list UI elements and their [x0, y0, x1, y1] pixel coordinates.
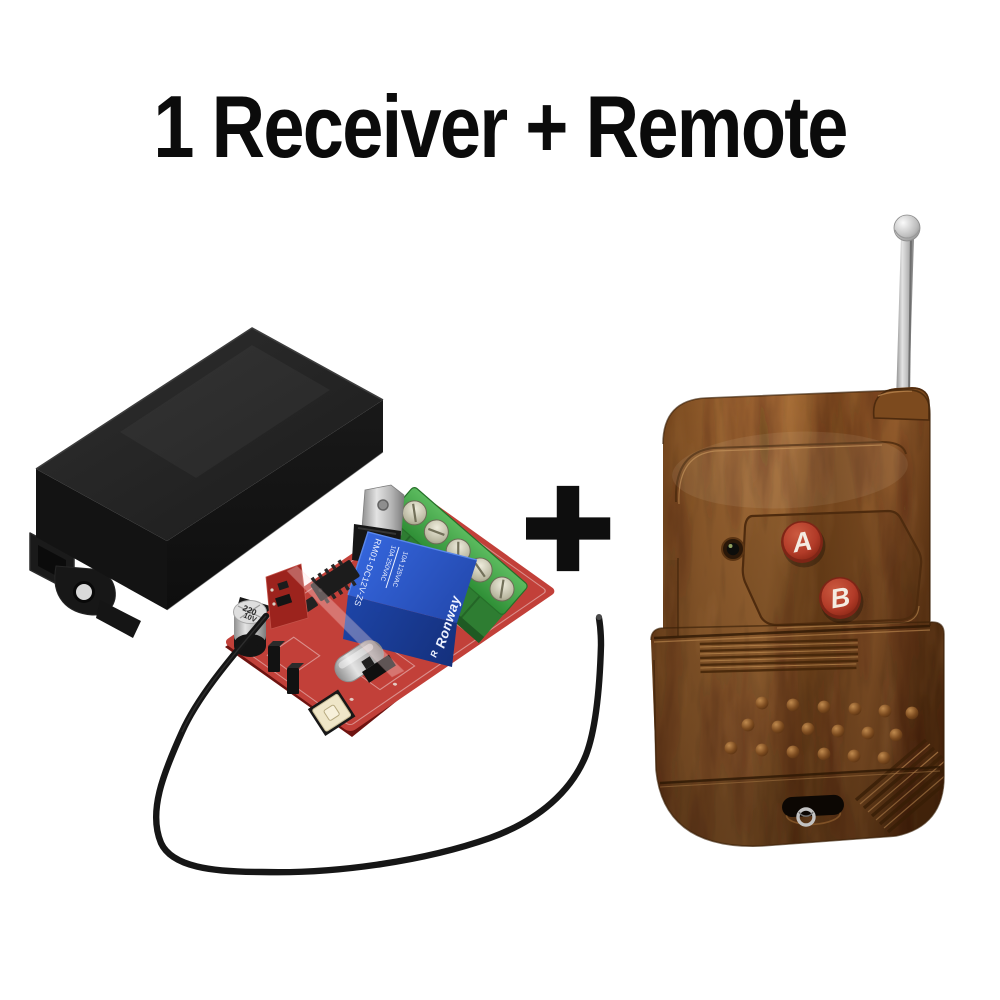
transistor-body-sheen: [357, 527, 397, 535]
antenna-mount: [872, 387, 930, 421]
relay: RM01-DC12V-ZS 10A 250VAC 10A 125VAC R Ro…: [343, 531, 478, 667]
led-indicator: [721, 537, 745, 561]
button-a: A: [781, 521, 826, 568]
bottom-seam: [659, 765, 941, 785]
antenna-wire-tip: [596, 614, 602, 620]
relay-rating-divider: [385, 546, 400, 589]
remote-control: A B: [650, 214, 945, 847]
antenna-wire: [152, 612, 605, 876]
plus-sign: +: [522, 439, 614, 615]
lanyard-ring: [796, 807, 816, 827]
enclosure-right-face: [167, 400, 383, 610]
remote-antenna: [893, 214, 921, 402]
enclosure-mount-tab: [96, 600, 141, 638]
remote-outline: [650, 389, 945, 847]
enclosure-bottom-edge-light: [166, 451, 384, 611]
jumper-header-1: [268, 641, 285, 672]
receiver-enclosure: [29, 327, 384, 638]
button-b: B: [819, 577, 864, 624]
sleeve-seam: [653, 624, 931, 640]
top-molded-groove: [674, 440, 907, 503]
grip-ridges: [699, 638, 859, 674]
relay-front-face: [343, 595, 457, 667]
antenna-shaft-shadow: [908, 237, 912, 401]
mount-ear-hole-rim: [73, 581, 95, 603]
antenna-ball-band: [894, 229, 920, 239]
transistor-tab-hole: [377, 499, 389, 511]
sleeve-seam-highlight: [653, 629, 931, 643]
enclosure-sheen: [120, 345, 330, 478]
antenna-ball-tip: [893, 214, 921, 242]
body-sheen: [672, 431, 908, 509]
pin-header: [361, 654, 396, 683]
remote-upper-details: A B: [664, 431, 923, 636]
acrylic-strip: [286, 565, 405, 678]
relay-brand-logo: R: [428, 649, 440, 659]
left-edge-step: [664, 560, 678, 636]
relay-dimple: [374, 605, 382, 613]
bottom-seam-highlight: [659, 770, 941, 788]
daughter-board: [265, 563, 309, 630]
relay-top-face: [348, 532, 477, 623]
receiver-module: RM01-DC12V-ZS 10A 250VAC 10A 125VAC R Ro…: [29, 327, 605, 876]
tactile-switch: [307, 689, 356, 736]
lanyard-ring-shade: [798, 811, 814, 817]
dip-ic: [310, 559, 360, 604]
lanyard-slot: [782, 794, 844, 826]
page-title: 1 Receiver + Remote: [153, 77, 848, 176]
jumper-header-2: [287, 663, 304, 694]
enclosure-left-face: [36, 469, 167, 610]
top-molded-highlight: [678, 444, 883, 505]
grip-dots: [724, 696, 919, 765]
enclosure-edge-highlight: [35, 327, 384, 470]
mount-ear-hole: [74, 582, 94, 602]
enclosure-top-face: [36, 328, 383, 541]
